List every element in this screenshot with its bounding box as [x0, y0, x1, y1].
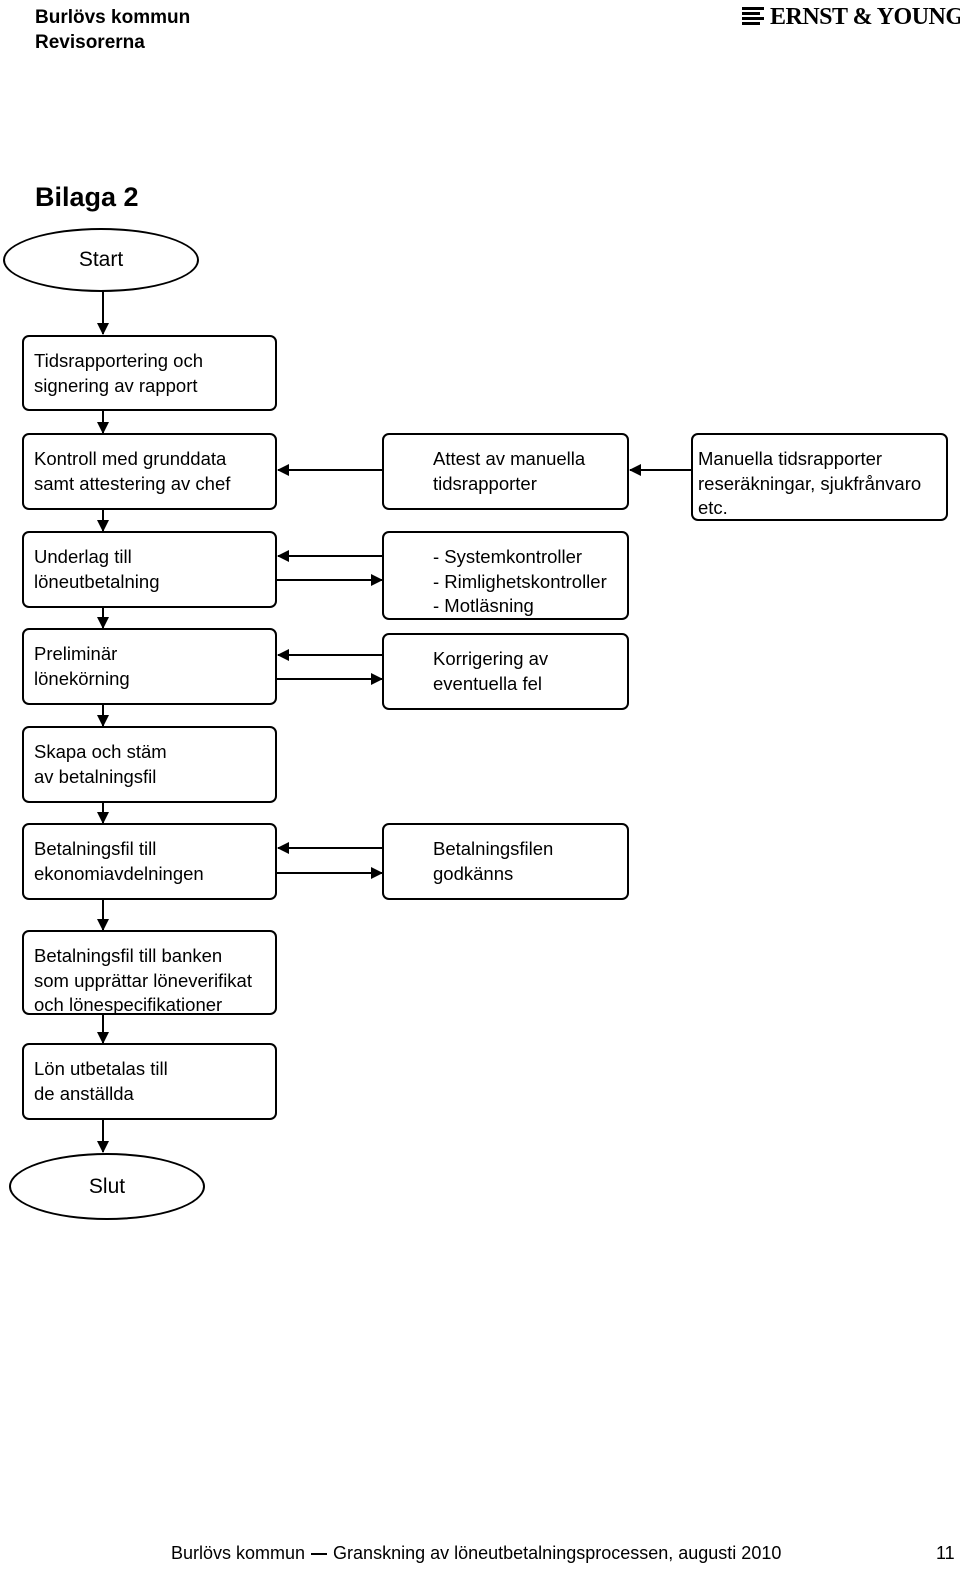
end-node: Slut — [9, 1153, 205, 1220]
step-lon-utbetalas: Lön utbetalas till de anställda — [22, 1043, 277, 1120]
footer-dash — [311, 1553, 328, 1556]
logo-wordmark: ERNST & YOUNG — [770, 3, 960, 30]
header-department: Revisorerna — [35, 32, 145, 53]
start-node: Start — [3, 228, 199, 292]
page-number: 11 — [936, 1543, 955, 1563]
step-underlag-loneutbetalning: Underlag till löneutbetalning — [22, 531, 277, 608]
side-korrigering: Korrigering av eventuella fel — [382, 633, 629, 710]
footer-organization: Burlövs kommun — [171, 1543, 306, 1563]
step-preliminar-lonekorning: Preliminär lönekörning — [22, 628, 277, 705]
side-betalningsfilen-godkanns: Betalningsfilen godkänns — [382, 823, 629, 900]
step-betalningsfil-ekonomi: Betalningsfil till ekonomiavdelningen — [22, 823, 277, 900]
ey-logo-icon — [742, 7, 764, 27]
step-kontroll-grunddata: Kontroll med grunddata samt attestering … — [22, 433, 277, 510]
side-manuella-tidsrapporter: Manuella tidsrapporter reseräkningar, sj… — [691, 433, 948, 521]
side-kontroller: - Systemkontroller - Rimlighetskontrolle… — [382, 531, 629, 620]
page-footer: Burlövs kommun Granskning av löneutbetaln… — [171, 1543, 781, 1564]
page-title: Bilaga 2 — [35, 182, 139, 212]
footer-document-title: Granskning av löneutbetalningsprocessen,… — [333, 1543, 782, 1563]
step-tidsrapportering: Tidsrapportering och signering av rappor… — [22, 335, 277, 411]
step-betalningsfil-banken: Betalningsfil till banken som upprättar … — [22, 930, 277, 1015]
side-attest-manuella: Attest av manuella tidsrapporter — [382, 433, 629, 510]
header-organization: Burlövs kommun — [35, 7, 191, 28]
ernst-young-logo: ERNST & YOUNG — [742, 4, 960, 30]
step-skapa-betalningsfil: Skapa och stäm av betalningsfil — [22, 726, 277, 803]
